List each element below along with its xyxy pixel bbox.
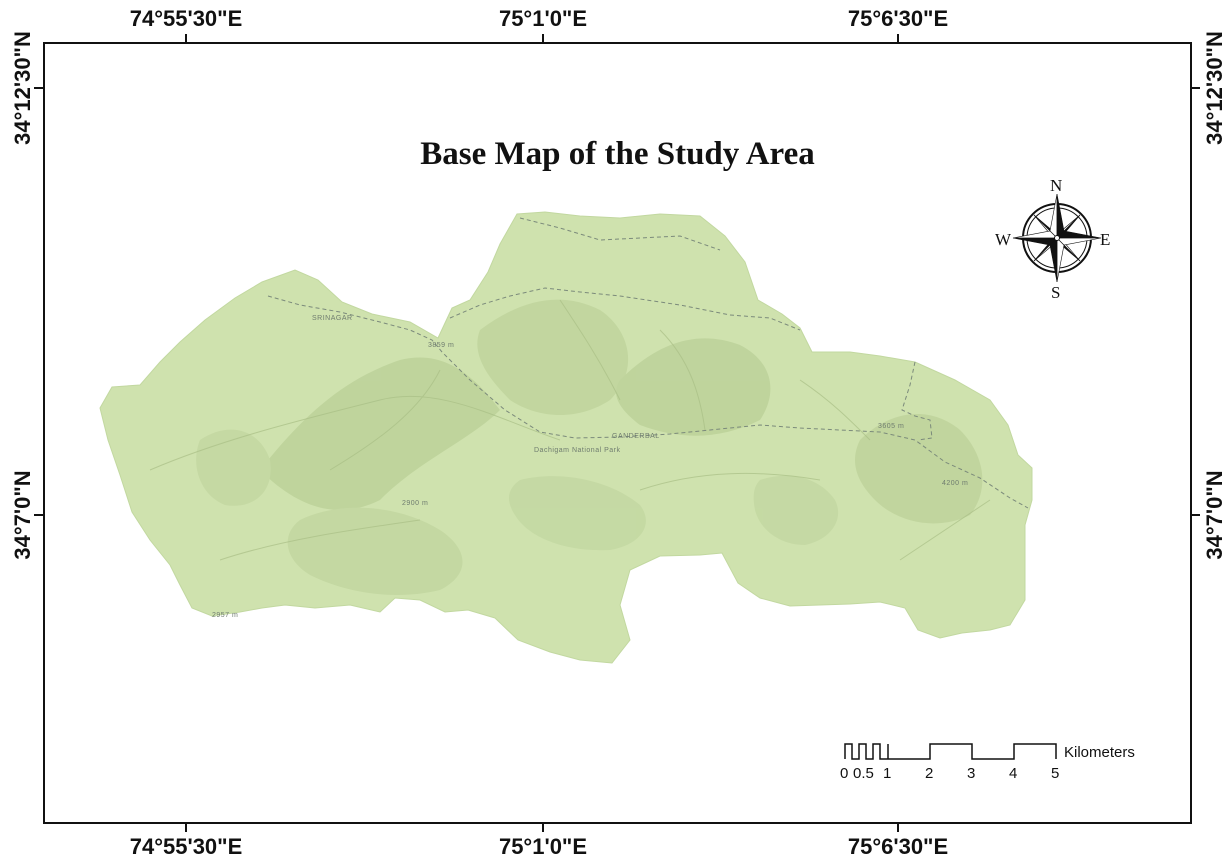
terrain-relief: [196, 299, 983, 595]
basemap-labels: SRINAGAR GANDERBAL Dachigam National Par…: [212, 315, 968, 619]
longitude-label-bottom-1: 74°55'30"E: [129, 834, 243, 859]
basemap-label-peak-3: 2900 m: [402, 500, 428, 507]
basemap-label-peak-1: 3859 m: [428, 342, 454, 349]
scale-tick-4: 4: [1009, 765, 1018, 782]
compass-rose-icon: [1012, 193, 1102, 283]
basemap-label-srinagar: SRINAGAR: [312, 315, 353, 322]
basemap-label-ganderbal: GANDERBAL: [612, 433, 660, 440]
dashed-boundaries: [267, 217, 1029, 509]
scale-tick-0: 0: [840, 765, 849, 782]
scale-tick-2: 2: [925, 765, 934, 782]
longitude-label-top-2: 75°1'0"E: [498, 6, 588, 31]
scale-tick-3: 3: [967, 765, 976, 782]
basemap-label-peak-4: 4200 m: [942, 480, 968, 487]
scale-unit-label: Kilometers: [1064, 744, 1135, 761]
longitude-label-top-3: 75°6'30"E: [847, 6, 949, 31]
longitude-label-bottom-3: 75°6'30"E: [847, 834, 949, 859]
basemap-label-park: Dachigam National Park: [534, 447, 620, 454]
scale-tick-0-5: 0.5: [853, 765, 874, 782]
ridge-lines: [149, 299, 991, 561]
scale-tick-5: 5: [1051, 765, 1060, 782]
compass-north-label: N: [1050, 176, 1063, 195]
basemap-label-peak-2: 2957 m: [212, 612, 238, 619]
longitude-label-bottom-2: 75°1'0"E: [498, 834, 588, 859]
scale-tick-1: 1: [883, 765, 892, 782]
compass-west-label: W: [995, 230, 1012, 249]
compass-east-label: E: [1100, 230, 1111, 249]
scale-bar: [844, 743, 1057, 760]
longitude-label-top-1: 74°55'30"E: [129, 6, 243, 31]
basemap-label-peak-5: 3605 m: [878, 423, 904, 430]
map-title: Base Map of the Study Area: [420, 136, 815, 172]
graticule-ticks: [34, 34, 1200, 832]
compass-south-label: S: [1051, 283, 1061, 302]
